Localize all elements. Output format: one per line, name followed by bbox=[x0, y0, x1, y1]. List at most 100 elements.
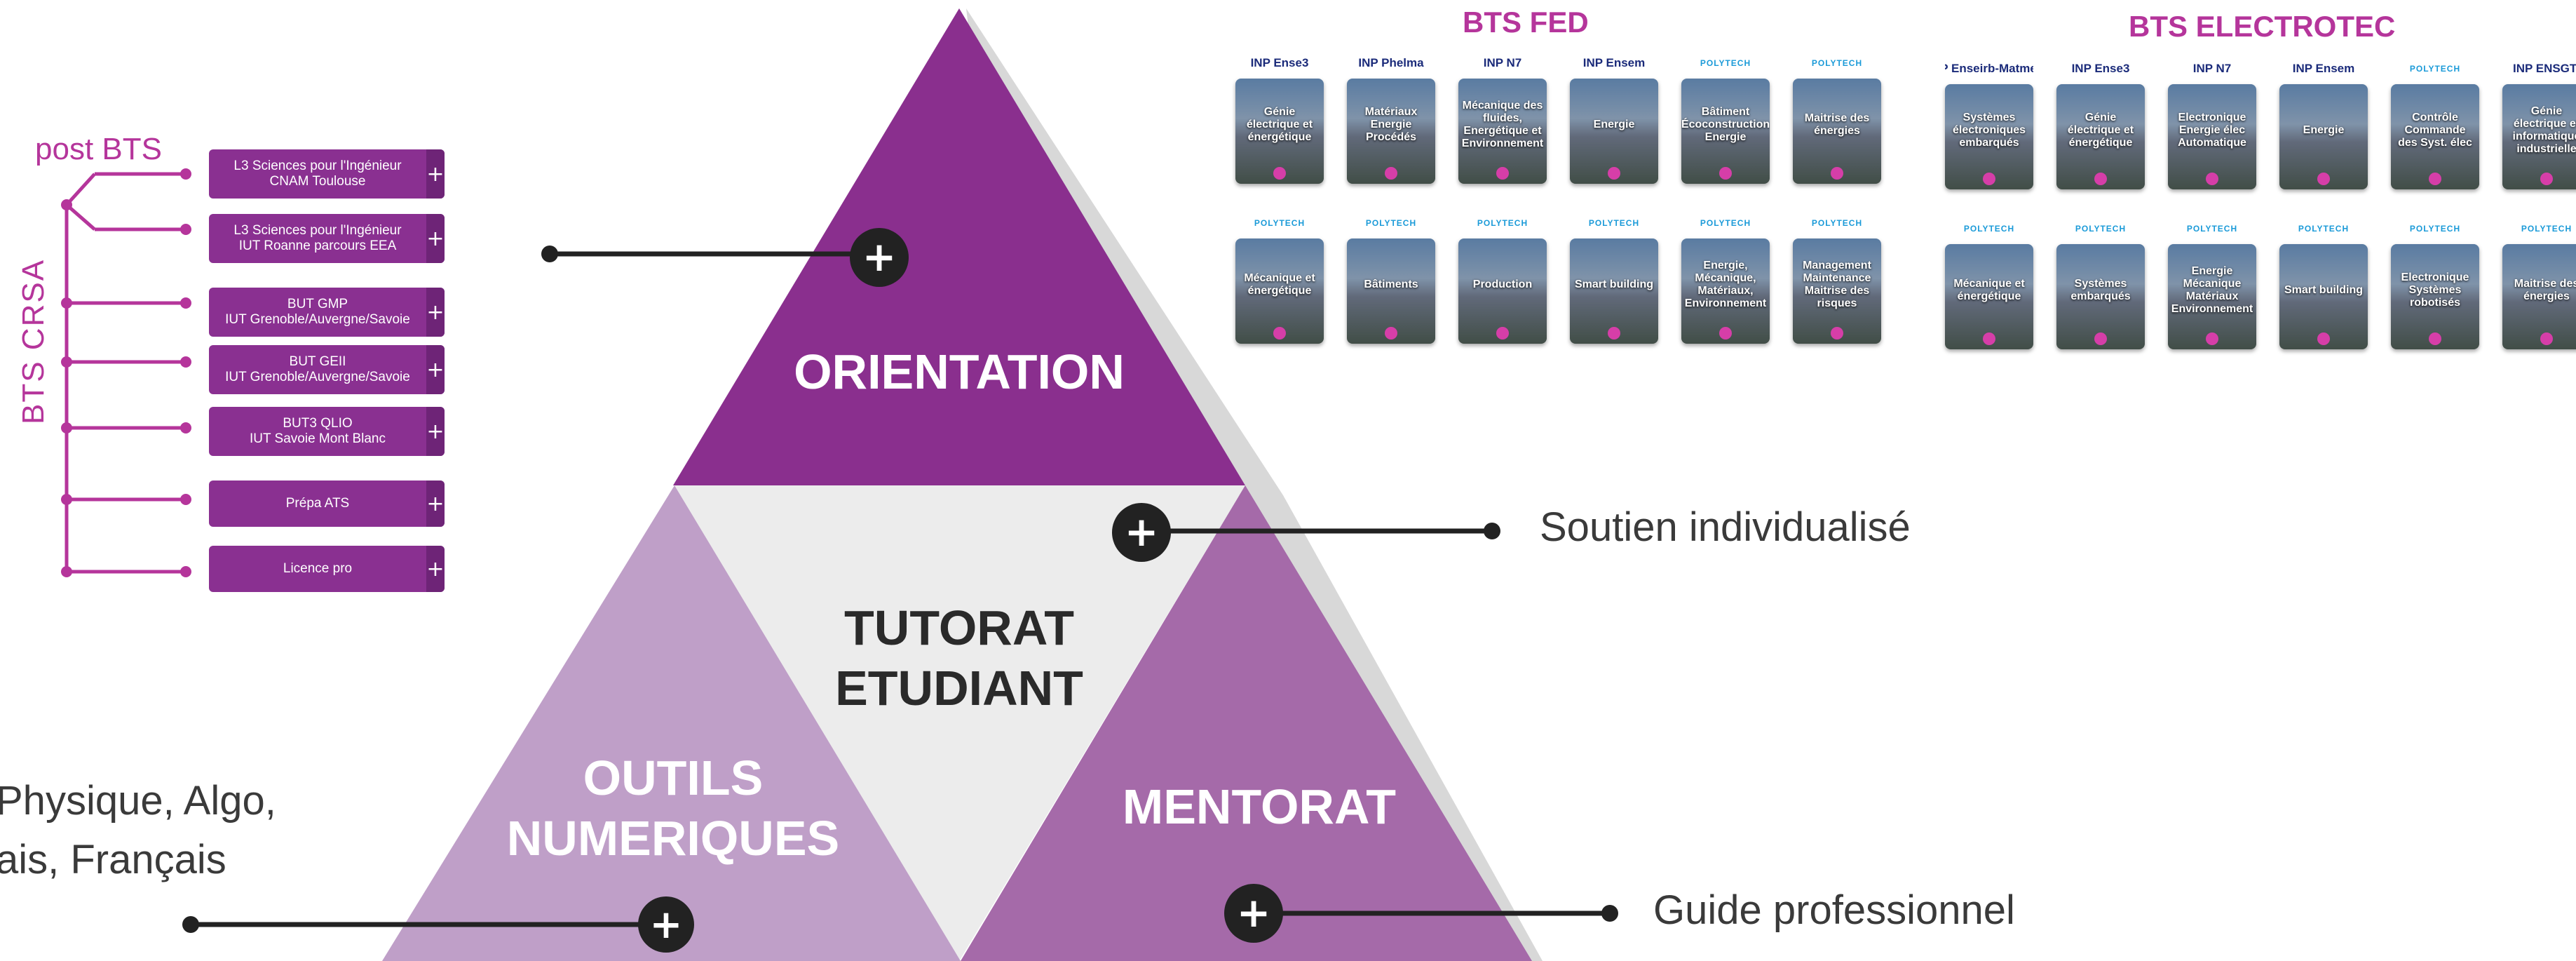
orientation-plus-button[interactable]: + bbox=[850, 228, 909, 287]
school-card[interactable]: POLYTECH Bâtiment Écoconstruction Energie bbox=[1681, 51, 1770, 184]
link-badge-icon bbox=[1719, 327, 1732, 340]
plus-icon: + bbox=[426, 214, 445, 263]
school-program: Energie bbox=[1593, 119, 1635, 130]
link-badge-icon bbox=[2540, 332, 2553, 345]
photo-shade bbox=[1793, 79, 1881, 184]
program-button[interactable]: Prépa ATS + bbox=[209, 480, 445, 527]
photo-shade bbox=[1945, 244, 2033, 349]
photo-shade bbox=[1235, 79, 1324, 184]
school-program: Smart building bbox=[1575, 278, 1653, 290]
school-photo: Bâtiments bbox=[1347, 238, 1435, 344]
link-badge-icon bbox=[2429, 173, 2441, 185]
school-photo: Energie Mécanique Matériaux Environnemen… bbox=[2168, 244, 2256, 349]
program-button[interactable]: BUT GEII IUT Grenoble/Auvergne/Savoie + bbox=[209, 345, 445, 394]
photo-shade bbox=[2056, 244, 2145, 349]
photo-shade bbox=[1235, 238, 1324, 344]
photo-shade bbox=[1793, 238, 1881, 344]
school-logo: INP Ensem bbox=[1582, 56, 1646, 69]
photo-shade bbox=[1681, 79, 1770, 184]
school-photo: Bâtiment Écoconstruction Energie bbox=[1681, 79, 1770, 184]
program-button[interactable]: BUT GMP IUT Grenoble/Auvergne/Savoie + bbox=[209, 288, 445, 337]
program-label: BUT GEII IUT Grenoble/Auvergne/Savoie bbox=[225, 354, 410, 384]
orientation-triangle bbox=[673, 8, 1245, 485]
school-card[interactable]: POLYTECH Bâtiments bbox=[1347, 210, 1435, 344]
photo-shade bbox=[1458, 238, 1547, 344]
school-logo: POLYTECH bbox=[2075, 224, 2127, 234]
school-logo: POLYTECH bbox=[2298, 224, 2350, 234]
tutorat-triangle bbox=[674, 485, 1245, 961]
school-photo: Mécanique et énergétique bbox=[1235, 238, 1324, 344]
school-photo: Maitrise des énergies bbox=[1793, 79, 1881, 184]
program-button[interactable]: BUT3 QLIO IUT Savoie Mont Blanc + bbox=[209, 407, 445, 456]
school-program: Génie électrique et énergétique bbox=[1246, 106, 1313, 143]
link-badge-icon bbox=[1983, 332, 1995, 345]
school-logo: POLYTECH bbox=[1365, 218, 1417, 228]
photo-shade bbox=[2168, 84, 2256, 189]
guide-connector-dot bbox=[1601, 905, 1618, 922]
school-program: Production bbox=[1472, 278, 1533, 290]
school-logo: POLYTECH bbox=[2186, 224, 2238, 234]
school-logo: POLYTECH bbox=[1700, 58, 1751, 68]
school-logo: INP ENSGTI bbox=[2512, 62, 2576, 75]
photo-shade bbox=[1347, 238, 1435, 344]
photo-shade bbox=[2391, 84, 2479, 189]
program-label: Prépa ATS bbox=[285, 496, 350, 511]
school-logo: INP N7 bbox=[2192, 62, 2232, 75]
photo-shade bbox=[1458, 79, 1547, 184]
plus-icon: + bbox=[426, 288, 445, 337]
school-photo: Production bbox=[1458, 238, 1547, 344]
school-photo: Smart building bbox=[2279, 244, 2368, 349]
school-photo: Management Maintenance Maitrise des risq… bbox=[1793, 238, 1881, 344]
program-button[interactable]: Licence pro + bbox=[209, 546, 445, 592]
link-badge-icon bbox=[2094, 332, 2107, 345]
link-badge-icon bbox=[2206, 173, 2218, 185]
soutien-plus-button[interactable]: + bbox=[1112, 503, 1171, 562]
school-card[interactable]: INP Enseirb-MatmecaSystèmes électronique… bbox=[1945, 56, 2033, 189]
outils-plus-button[interactable]: + bbox=[638, 896, 694, 953]
school-logo: INP Ensem bbox=[2292, 62, 2355, 75]
school-logo: INP Ense3 bbox=[2071, 62, 2130, 75]
school-photo: Energie, Mécanique, Matériaux, Environne… bbox=[1681, 238, 1770, 344]
school-logo: INP Ense3 bbox=[1250, 56, 1309, 69]
link-badge-icon bbox=[2206, 332, 2218, 345]
school-card[interactable]: POLYTECH Smart building bbox=[2279, 216, 2368, 349]
program-button[interactable]: L3 Sciences pour l'Ingénieur CNAM Toulou… bbox=[209, 149, 445, 199]
link-badge-icon bbox=[2317, 332, 2330, 345]
photo-shade bbox=[1570, 238, 1658, 344]
school-program: Mécanique et énergétique bbox=[1953, 278, 2025, 302]
photo-shade bbox=[2279, 84, 2368, 189]
orientation-connector-dot bbox=[541, 246, 558, 262]
school-logo: POLYTECH bbox=[2409, 224, 2461, 234]
link-badge-icon bbox=[1496, 327, 1509, 340]
mentorat-plus-button[interactable]: + bbox=[1224, 884, 1283, 943]
program-label: L3 Sciences pour l'Ingénieur CNAM Toulou… bbox=[233, 159, 402, 189]
plus-icon: + bbox=[1237, 889, 1271, 936]
school-card[interactable]: POLYTECH Energie Mécanique Matériaux Envi… bbox=[2168, 216, 2256, 349]
link-badge-icon bbox=[1983, 173, 1995, 185]
program-button[interactable]: L3 Sciences pour l'Ingénieur IUT Roanne … bbox=[209, 214, 445, 263]
plus-icon: + bbox=[426, 149, 445, 199]
school-program: Mécanique et énergétique bbox=[1244, 272, 1315, 297]
school-program: Matériaux Energie Procédés bbox=[1364, 106, 1418, 143]
post-bts-tree-dots bbox=[61, 168, 191, 577]
